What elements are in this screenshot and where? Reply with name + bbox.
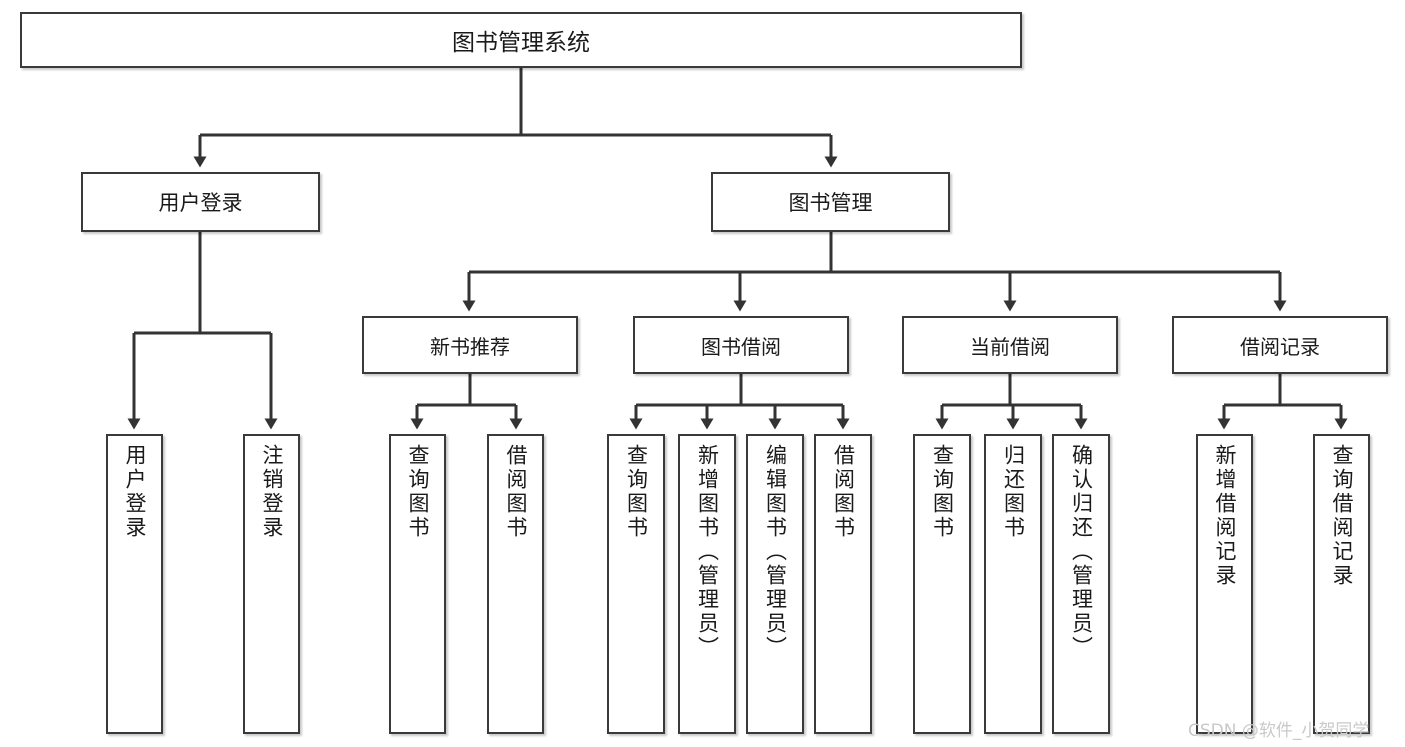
node-leaf-query-book-current[interactable]: 查询图书 xyxy=(913,434,971,734)
watermark-text: CSDN @软件_小贺同学 xyxy=(1188,721,1370,741)
node-user-login[interactable]: 用户登录 xyxy=(81,172,320,232)
node-label: 查询图书 xyxy=(406,444,430,540)
node-label: 新增借阅记录 xyxy=(1213,444,1237,588)
node-label: 借阅图书 xyxy=(504,444,528,540)
node-leaf-query-book-borrow[interactable]: 查询图书 xyxy=(607,434,665,734)
node-label: 用户登录 xyxy=(158,191,243,215)
node-label: 当前借阅 xyxy=(970,334,1050,359)
node-label: 图书借阅 xyxy=(701,334,781,359)
node-label: 确认归还（管理员） xyxy=(1069,444,1094,660)
node-leaf-borrow-book[interactable]: 借阅图书 xyxy=(814,434,872,734)
node-label: 借阅图书 xyxy=(831,444,856,540)
node-root-system[interactable]: 图书管理系统 xyxy=(20,12,1022,68)
node-borrow-record[interactable]: 借阅记录 xyxy=(1172,316,1388,374)
node-label: 图书管理 xyxy=(788,191,873,215)
node-new-book-recommend[interactable]: 新书推荐 xyxy=(362,316,578,374)
node-label: 新书推荐 xyxy=(430,334,510,359)
node-leaf-user-logout[interactable]: 注销登录 xyxy=(243,434,300,734)
node-label: 查询图书 xyxy=(624,444,649,540)
node-leaf-query-record[interactable]: 查询借阅记录 xyxy=(1313,434,1370,734)
node-leaf-user-login[interactable]: 用户登录 xyxy=(106,434,163,734)
node-leaf-confirm-return[interactable]: 确认归还（管理员） xyxy=(1052,434,1110,734)
node-leaf-add-record[interactable]: 新增借阅记录 xyxy=(1196,434,1253,734)
node-label: 编辑图书（管理员） xyxy=(763,444,788,660)
node-label: 查询图书 xyxy=(930,444,955,540)
node-leaf-return-book[interactable]: 归还图书 xyxy=(984,434,1042,734)
node-label: 查询借阅记录 xyxy=(1330,444,1354,588)
node-leaf-add-book[interactable]: 新增图书（管理员） xyxy=(678,434,736,734)
node-leaf-borrow-book-rec[interactable]: 借阅图书 xyxy=(487,434,544,734)
node-label: 图书管理系统 xyxy=(452,30,590,56)
node-label: 新增图书（管理员） xyxy=(695,444,720,660)
node-label: 注销登录 xyxy=(260,444,284,540)
node-leaf-edit-book[interactable]: 编辑图书（管理员） xyxy=(746,434,804,734)
node-label: 归还图书 xyxy=(1001,444,1026,540)
node-book-manage[interactable]: 图书管理 xyxy=(711,172,950,232)
node-label: 用户登录 xyxy=(123,444,147,540)
node-leaf-query-book-rec[interactable]: 查询图书 xyxy=(389,434,446,734)
node-book-borrow[interactable]: 图书借阅 xyxy=(633,316,849,374)
node-label: 借阅记录 xyxy=(1240,334,1320,359)
node-current-borrow[interactable]: 当前借阅 xyxy=(902,316,1118,374)
